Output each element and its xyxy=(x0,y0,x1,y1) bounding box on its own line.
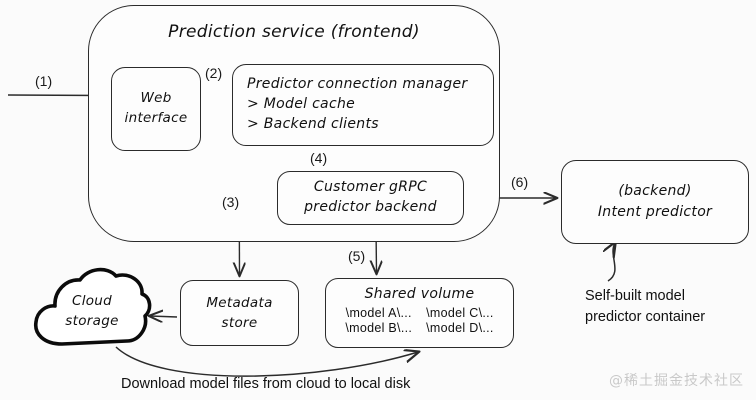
intent-predictor-line-2: Intent predictor xyxy=(597,204,713,220)
cloud-storage-line-1: Cloud xyxy=(71,293,113,309)
arrow-metadata-to-cloud xyxy=(150,316,178,317)
self-built-line-1: Self-built model xyxy=(585,288,685,304)
step-label-3: (3) xyxy=(222,194,240,210)
step-label-2: (2) xyxy=(205,65,223,81)
metadata-store-line-1: Metadata xyxy=(206,294,273,311)
web-interface-line-2: interface xyxy=(124,110,188,126)
model-path: \model B\... xyxy=(345,321,413,335)
cloud-storage-label: Cloud storage xyxy=(34,292,150,331)
self-built-line-2: predictor container xyxy=(585,309,706,326)
connection-manager-title: Predictor connection manager xyxy=(247,76,468,93)
step-label-5: (5) xyxy=(348,248,366,264)
node-web-interface[interactable]: Web interface xyxy=(111,67,201,151)
cloud-storage-line-2: storage xyxy=(65,312,119,329)
watermark: @稀土掘金技术社区 xyxy=(609,373,744,389)
node-predictor-connection-manager[interactable]: Predictor connection manager > Model cac… xyxy=(232,64,494,146)
caption-download-models: Download model files from cloud to local… xyxy=(121,376,411,392)
model-path: \model A\... xyxy=(345,306,412,320)
group-title: Prediction service (frontend) xyxy=(168,22,420,42)
node-metadata-store[interactable]: Metadata store xyxy=(180,280,299,346)
model-path: \model D\... xyxy=(426,321,494,335)
arrow-download-curve xyxy=(115,346,418,377)
step-label-1: (1) xyxy=(35,73,53,89)
node-cloud-storage[interactable]: Cloud storage xyxy=(34,276,150,348)
connection-manager-bullet-backend-clients: > Backend clients xyxy=(247,115,379,132)
web-interface-line-1: Web xyxy=(140,90,172,107)
step-label-6: (6) xyxy=(511,174,529,190)
node-customer-grpc-predictor-backend[interactable]: Customer gRPC predictor backend xyxy=(277,171,464,225)
shared-volume-path-list: \model A\... \model C\... \model B\... \… xyxy=(345,306,493,335)
metadata-store-line-2: store xyxy=(221,315,258,331)
caption-self-built-container: Self-built model predictor container xyxy=(585,286,705,328)
connection-manager-bullet-model-cache: > Model cache xyxy=(247,96,356,113)
node-shared-volume[interactable]: Shared volume \model A\... \model C\... … xyxy=(325,278,514,348)
step-label-4: (4) xyxy=(310,150,328,166)
arrow-self-built-callout xyxy=(608,243,615,282)
grpc-backend-line-1: Customer gRPC xyxy=(313,179,428,196)
shared-volume-title: Shared volume xyxy=(364,286,475,302)
grpc-backend-line-2: predictor backend xyxy=(304,199,437,215)
model-path: \model C\... xyxy=(426,306,494,320)
intent-predictor-line-1: (backend) xyxy=(618,183,692,199)
node-intent-predictor[interactable]: (backend) Intent predictor xyxy=(561,160,749,244)
